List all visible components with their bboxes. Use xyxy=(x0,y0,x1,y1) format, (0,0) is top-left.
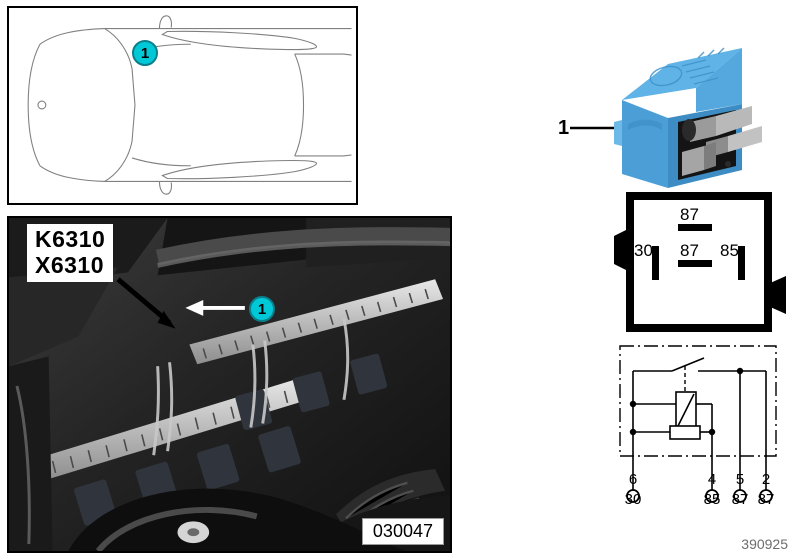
vehicle-outline-svg xyxy=(27,15,352,195)
pin-number-5: 5 xyxy=(736,471,744,488)
terminal-blade-85 xyxy=(738,246,745,280)
vehicle-top-view-panel: 1 xyxy=(7,6,358,205)
terminal-label-87-top: 87 xyxy=(680,205,699,224)
pin-terminal-85: 85 xyxy=(704,491,721,508)
photo-id-label: 030047 xyxy=(361,518,444,545)
pin-number-4: 4 xyxy=(708,471,716,488)
pin-number-6: 6 xyxy=(629,471,637,488)
component-label-k6310: K6310 xyxy=(35,226,106,252)
pin-terminal-30: 30 xyxy=(625,491,642,508)
relay-internal-schematic-diagram xyxy=(600,340,800,520)
pin-number-2: 2 xyxy=(762,471,770,488)
relay-terminal-layout-diagram: 87 30 87 85 xyxy=(600,188,800,340)
component-designation-label: K6310 X6310 xyxy=(27,224,114,282)
circuit-pin-labels: 6 30 4 85 5 87 2 87 xyxy=(625,471,775,508)
engine-bay-photo-graphic xyxy=(9,218,450,551)
terminal-blade-30 xyxy=(652,246,659,280)
engine-compartment-photo-panel: K6310 X6310 1 030047 xyxy=(7,216,452,553)
terminal-label-30: 30 xyxy=(634,241,653,260)
relay-photo-svg xyxy=(570,47,762,188)
relay-component-photo xyxy=(556,18,800,190)
label-leader-arrow xyxy=(116,277,176,329)
component-label-x6310: X6310 xyxy=(35,252,105,278)
terminal-blade-87-top xyxy=(678,224,712,231)
resistor-symbol xyxy=(669,425,701,440)
relay-boundary xyxy=(619,345,777,457)
callout-leader-arrow xyxy=(185,300,245,316)
circuit-schematic-svg xyxy=(619,345,777,503)
terminal-layout-svg: 87 30 87 85 xyxy=(614,192,786,332)
terminal-label-85: 85 xyxy=(720,241,739,260)
terminal-label-87-center: 87 xyxy=(680,241,699,260)
pin-terminal-87-a: 87 xyxy=(732,491,749,508)
switch-contact xyxy=(671,357,705,372)
pin-terminal-87-b: 87 xyxy=(758,491,775,508)
terminal-blade-87-center xyxy=(678,260,712,267)
photo-callout-badge-1: 1 xyxy=(249,296,275,322)
vehicle-callout-badge-1: 1 xyxy=(132,40,158,66)
relay-callout-number-1: 1 xyxy=(558,117,570,139)
page-number: 390925 xyxy=(741,536,788,552)
